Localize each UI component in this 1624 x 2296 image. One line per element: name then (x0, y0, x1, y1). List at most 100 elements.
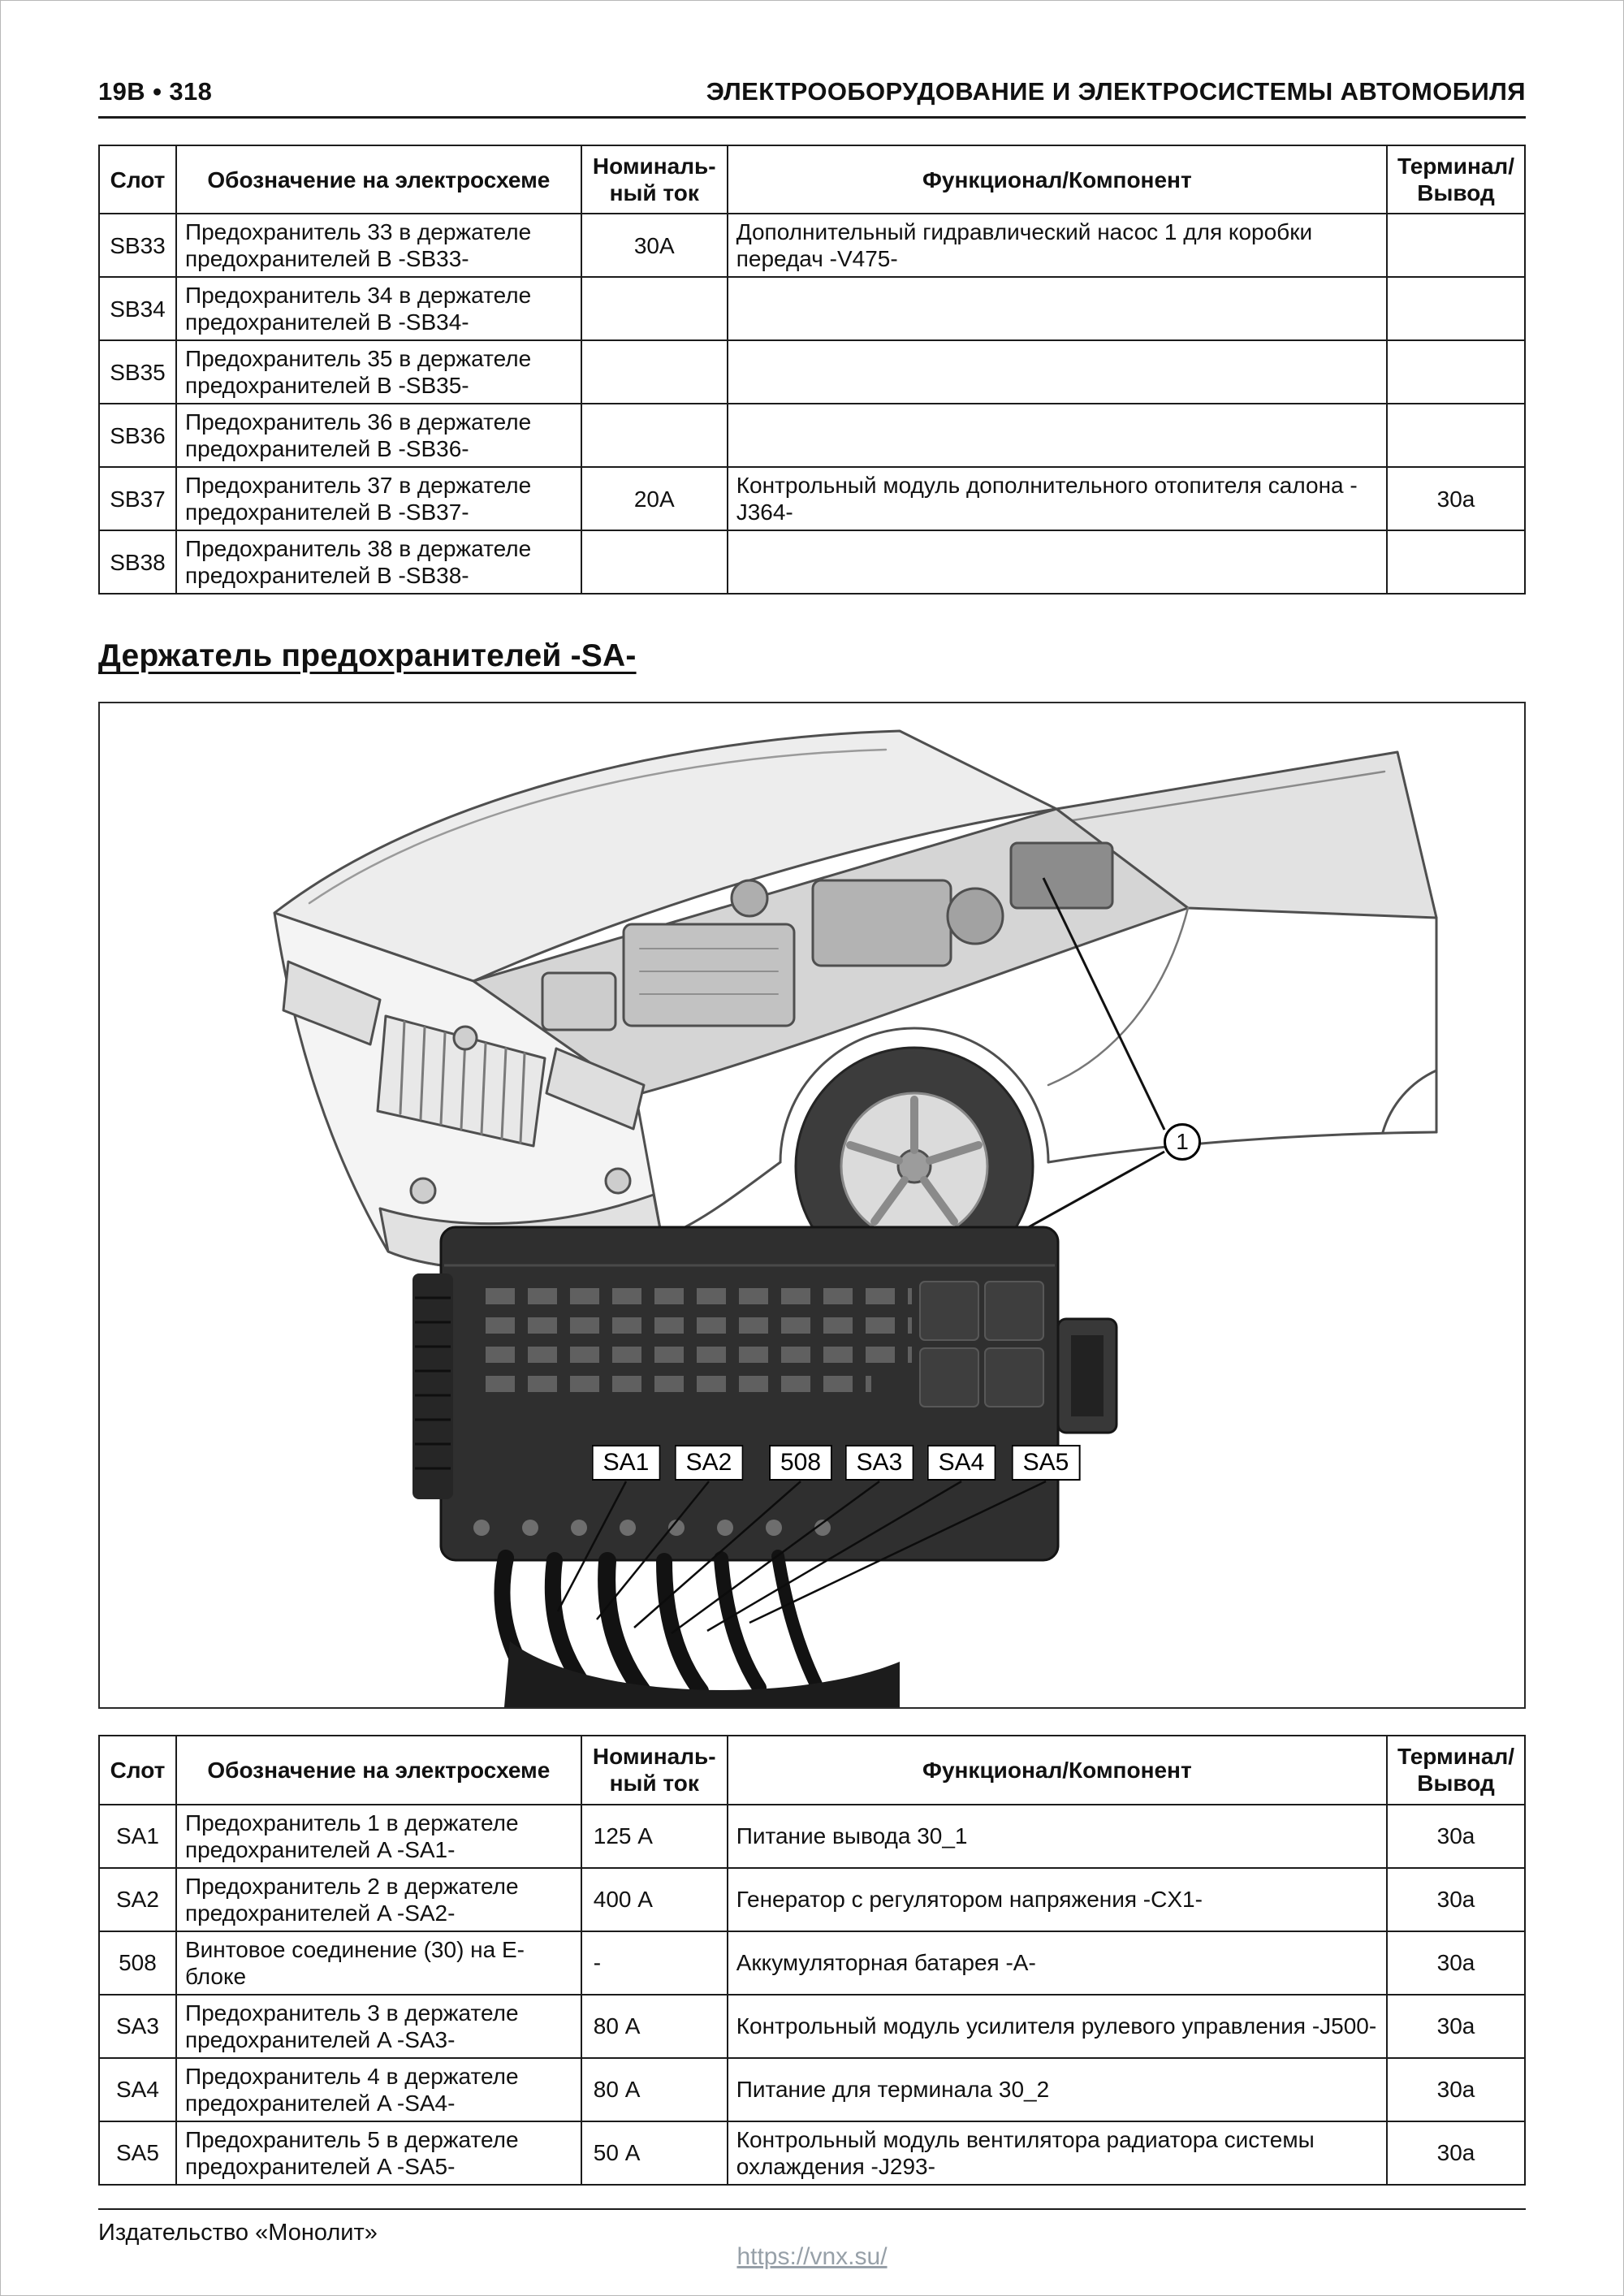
cell-slot: SB36 (98, 403, 177, 469)
cell-function (726, 339, 1389, 405)
cell-slot: SA4 (98, 2056, 177, 2122)
cell-function: Генератор с регулятором напряжения -CX1- (726, 1866, 1389, 1932)
cell-function (726, 276, 1389, 342)
cell-designation: Предохранитель 1 в держателе предохранит… (175, 1803, 582, 1869)
column-header: Обозначение на электросхеме (175, 1735, 582, 1805)
column-header: Терминал/ Вывод (1386, 1735, 1526, 1805)
cell-current: 125 А (580, 1803, 728, 1869)
page-header-title: ЭЛЕКТРООБОРУДОВАНИЕ И ЭЛЕКТРОСИСТЕМЫ АВТ… (706, 77, 1526, 106)
footer-rule (98, 2207, 1526, 2210)
cell-slot: 508 (98, 1930, 177, 1995)
cell-designation: Предохранитель 36 в держателе предохрани… (175, 403, 582, 469)
column-header: Слот (98, 1735, 177, 1805)
fuse-slot-label-sa2: SA2 (674, 1445, 744, 1481)
column-header: Обозначение на электросхеме (175, 144, 582, 215)
cell-designation: Предохранитель 4 в держателе предохранит… (175, 2056, 582, 2122)
column-header: Номиналь- ный ток (580, 144, 728, 215)
cell-slot: SB34 (98, 276, 177, 342)
car-drawing (273, 729, 1438, 1286)
fuse-slot-label-sa5: SA5 (1011, 1445, 1081, 1481)
cell-current (580, 403, 728, 469)
cell-designation: Винтовое соединение (30) на Е-блоке (175, 1930, 582, 1995)
page-code: 19В • 318 (98, 77, 213, 106)
cell-designation: Предохранитель 38 в держателе предохрани… (175, 530, 582, 595)
cell-slot: SB38 (98, 530, 177, 595)
cell-current: 20А (580, 466, 728, 532)
column-header: Слот (98, 144, 177, 215)
cell-function: Питание для терминала 30_2 (726, 2056, 1389, 2122)
cell-current (580, 530, 728, 595)
cell-terminal: 30a (1386, 2056, 1526, 2122)
car-and-fusebox-illustration (273, 729, 1438, 1708)
cell-designation: Предохранитель 37 в держателе предохрани… (175, 466, 582, 532)
column-header: Функционал/Компонент (726, 144, 1389, 215)
cell-terminal (1386, 276, 1526, 342)
label-leader-lines (556, 1481, 1047, 1635)
cell-slot: SB35 (98, 339, 177, 405)
cell-current: 30А (580, 213, 728, 279)
callout-1-marker: 1 (1164, 1123, 1201, 1161)
section-heading: Держатель предохранителей -SA- (98, 638, 637, 674)
fuse-slot-label-sa1: SA1 (591, 1445, 661, 1481)
cell-function: Питание вывода 30_1 (726, 1803, 1389, 1869)
cell-function: Контрольный модуль усилителя рулевого уп… (726, 1993, 1389, 2059)
cell-current: 50 А (580, 2120, 728, 2186)
cell-terminal: 30a (1386, 1866, 1526, 1932)
header-rule (98, 116, 1526, 119)
cell-designation: Предохранитель 5 в держателе предохранит… (175, 2120, 582, 2186)
fuse-slot-label-sa3: SA3 (844, 1445, 914, 1481)
cell-terminal (1386, 530, 1526, 595)
column-header: Терминал/ Вывод (1386, 144, 1526, 215)
cell-function: Контрольный модуль вентилятора радиатора… (726, 2120, 1389, 2186)
cell-designation: Предохранитель 2 в держателе предохранит… (175, 1866, 582, 1932)
cell-slot: SA5 (98, 2120, 177, 2186)
cell-current (580, 339, 728, 405)
cell-current: 80 А (580, 2056, 728, 2122)
fuse-slot-label-508: 508 (768, 1445, 833, 1481)
fuse-holder-diagram: 1 SA1 SA2 508 SA3 SA4 SA5 (98, 702, 1526, 1710)
cell-current: - (580, 1930, 728, 1995)
watermark-link[interactable]: https://vnx.su/ (736, 2243, 888, 2270)
cell-function: Контрольный модуль дополнительного отопи… (726, 466, 1389, 532)
cell-function (726, 403, 1389, 469)
cell-designation: Предохранитель 3 в держателе предохранит… (175, 1993, 582, 2059)
cell-slot: SA1 (98, 1803, 177, 1869)
cell-terminal: 30a (1386, 2120, 1526, 2186)
cell-function (726, 530, 1389, 595)
cell-slot: SB37 (98, 466, 177, 532)
cell-slot: SA3 (98, 1993, 177, 2059)
publisher-note: Издательство «Монолит» (98, 2219, 378, 2246)
column-header: Функционал/Компонент (726, 1735, 1389, 1805)
cell-terminal (1386, 403, 1526, 469)
fuse-slot-label-sa4: SA4 (926, 1445, 996, 1481)
column-header: Номиналь- ный ток (580, 1735, 728, 1805)
cell-terminal: 30a (1386, 1993, 1526, 2059)
cell-terminal (1386, 213, 1526, 279)
page-header: 19В • 318 ЭЛЕКТРООБОРУДОВАНИЕ И ЭЛЕКТРОС… (98, 1, 1526, 106)
cell-designation: Предохранитель 33 в держателе предохрани… (175, 213, 582, 279)
cell-current: 400 А (580, 1866, 728, 1932)
cell-designation: Предохранитель 35 в держателе предохрани… (175, 339, 582, 405)
cell-slot: SB33 (98, 213, 177, 279)
cell-current (580, 276, 728, 342)
cell-function: Аккумуляторная батарея -A- (726, 1930, 1389, 1995)
cell-terminal (1386, 339, 1526, 405)
cell-current: 80 А (580, 1993, 728, 2059)
cell-designation: Предохранитель 34 в держателе предохрани… (175, 276, 582, 342)
